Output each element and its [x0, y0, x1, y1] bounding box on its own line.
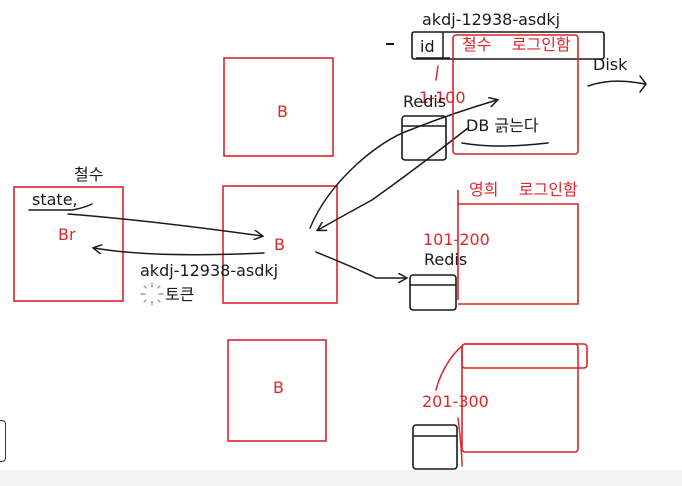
redis-shard-box-2-outline	[457, 190, 579, 305]
server-top-label: B	[277, 102, 288, 121]
redis-shard-box-3-header	[461, 343, 588, 369]
shard-3-bracket	[435, 345, 463, 391]
state-underline	[28, 203, 93, 211]
server-box-middle	[222, 185, 338, 304]
redis-top-label: Redis	[403, 92, 446, 111]
redis-middle-label: Redis	[424, 250, 467, 269]
shard-3-bracket-lower	[457, 417, 463, 467]
disk-arrow	[587, 75, 647, 93]
shard-range-3: 201-300	[422, 392, 489, 411]
canvas-bottom-bar	[0, 470, 682, 486]
arrow-redis-top-to-server	[318, 127, 469, 230]
server-box-bottom	[227, 339, 327, 442]
server-middle-label: B	[274, 235, 285, 254]
redis-top-cylinder-icon	[401, 115, 447, 161]
session-id-label: id	[420, 37, 435, 56]
db-scrape-label: DB 긁는다	[466, 116, 539, 135]
session-entry-1: 철수 로그인함	[462, 35, 571, 54]
arrow-server-to-redis-middle	[315, 251, 406, 278]
server-box-top	[223, 57, 334, 157]
client-state-label: state,	[32, 190, 78, 209]
disk-label: Disk	[593, 55, 628, 74]
shard-range-1: 1-100	[419, 88, 466, 107]
sparkle-icon	[140, 282, 164, 306]
server-bottom-label: B	[273, 378, 284, 397]
arrow-server-to-redis-top	[309, 100, 497, 229]
arrow-client-to-server	[67, 213, 262, 236]
token-value-left: akdj-12938-asdkj	[140, 261, 278, 280]
redis-shard-box-1	[452, 34, 579, 155]
arrow-server-to-client	[94, 248, 265, 256]
range-1-tick	[435, 65, 439, 81]
token-value-top: akdj-12938-asdkj	[422, 10, 560, 29]
client-box	[13, 186, 124, 302]
redis-bottom-cylinder-icon	[412, 424, 458, 470]
shard-range-2: 101-200	[423, 230, 490, 249]
session-entry-2: 영희 로그인함	[469, 180, 578, 199]
redis-middle-cylinder-icon	[409, 274, 457, 311]
side-panel-handle[interactable]	[0, 420, 6, 462]
client-user-label: 철수	[74, 165, 103, 184]
token-label: 토큰	[165, 285, 194, 304]
db-scrape-underline	[461, 142, 549, 147]
client-label: Br	[58, 225, 76, 244]
session-table-top	[411, 31, 605, 60]
